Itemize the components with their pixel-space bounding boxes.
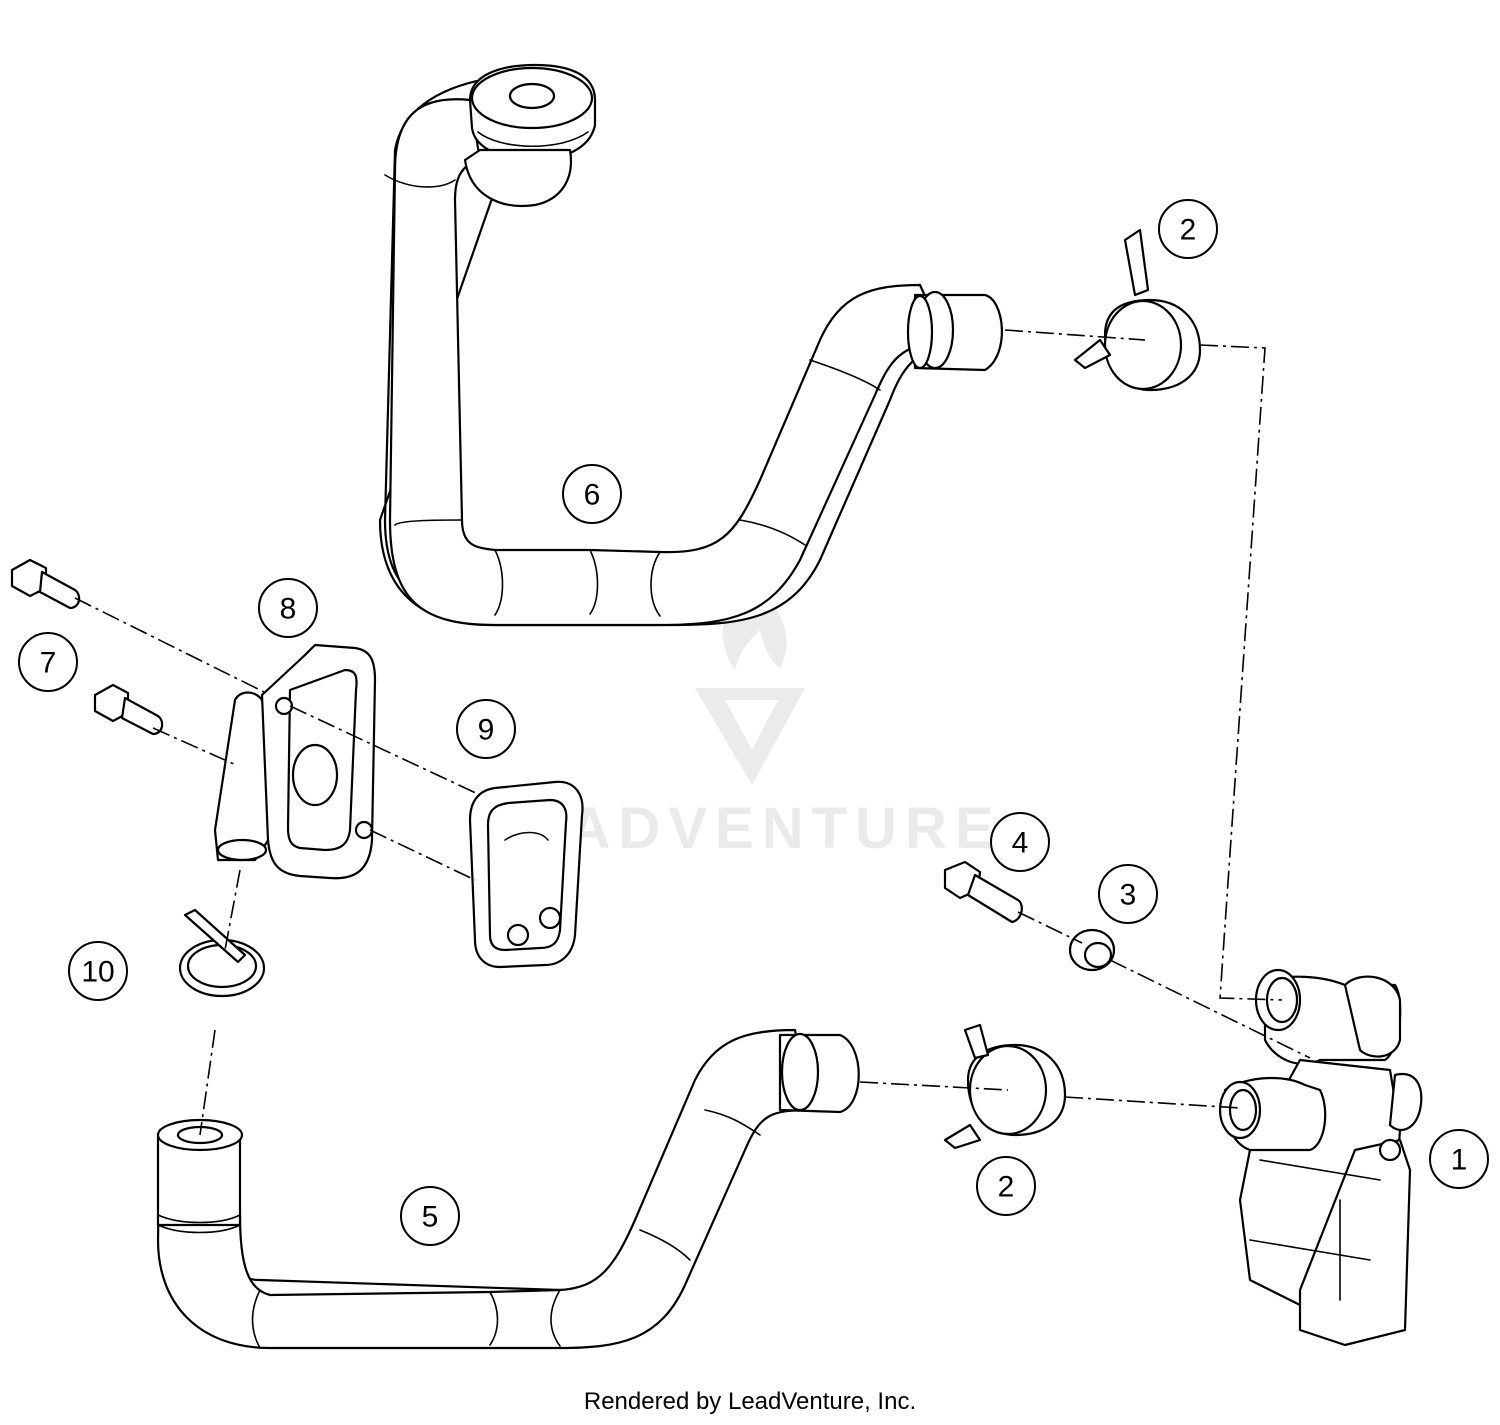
svg-text:2: 2 <box>1180 214 1197 247</box>
washer <box>1068 928 1116 972</box>
callout-2-lower: 2 <box>976 1156 1036 1216</box>
callout-9: 9 <box>456 699 516 759</box>
gasket-frame <box>213 643 377 880</box>
hose-lower <box>156 1028 860 1350</box>
svg-text:1: 1 <box>1451 1144 1468 1177</box>
callout-6: 6 <box>562 464 622 524</box>
bolt-lower <box>93 683 164 736</box>
callout-5: 5 <box>400 1186 460 1246</box>
bolt-upper <box>10 558 81 610</box>
svg-text:4: 4 <box>1012 827 1029 860</box>
svg-text:3: 3 <box>1120 879 1137 912</box>
svg-text:9: 9 <box>478 714 495 747</box>
cover <box>468 780 584 969</box>
callout-2-upper: 2 <box>1158 199 1218 259</box>
solenoid-valve <box>1218 968 1423 1347</box>
svg-text:8: 8 <box>280 593 297 626</box>
hose-clamp-lower <box>943 1023 1067 1150</box>
svg-text:2: 2 <box>998 1171 1015 1204</box>
cable-tie <box>178 908 266 998</box>
render-credit: Rendered by LeadVenture, Inc. <box>583 1388 917 1415</box>
callout-3: 3 <box>1098 864 1158 924</box>
callout-10: 10 <box>68 941 128 1001</box>
svg-text:6: 6 <box>584 479 601 512</box>
bolt-valve <box>943 860 1023 924</box>
leader-lines <box>74 329 1311 1136</box>
callout-7: 7 <box>18 632 78 692</box>
svg-text:10: 10 <box>81 956 114 989</box>
hose-clamp-upper <box>1073 228 1202 392</box>
callout-4: 4 <box>990 812 1050 872</box>
svg-text:5: 5 <box>422 1201 439 1234</box>
callout-8: 8 <box>258 578 318 638</box>
hose-upper <box>378 63 1004 627</box>
svg-text:7: 7 <box>40 647 57 680</box>
callout-1: 1 <box>1429 1129 1489 1189</box>
